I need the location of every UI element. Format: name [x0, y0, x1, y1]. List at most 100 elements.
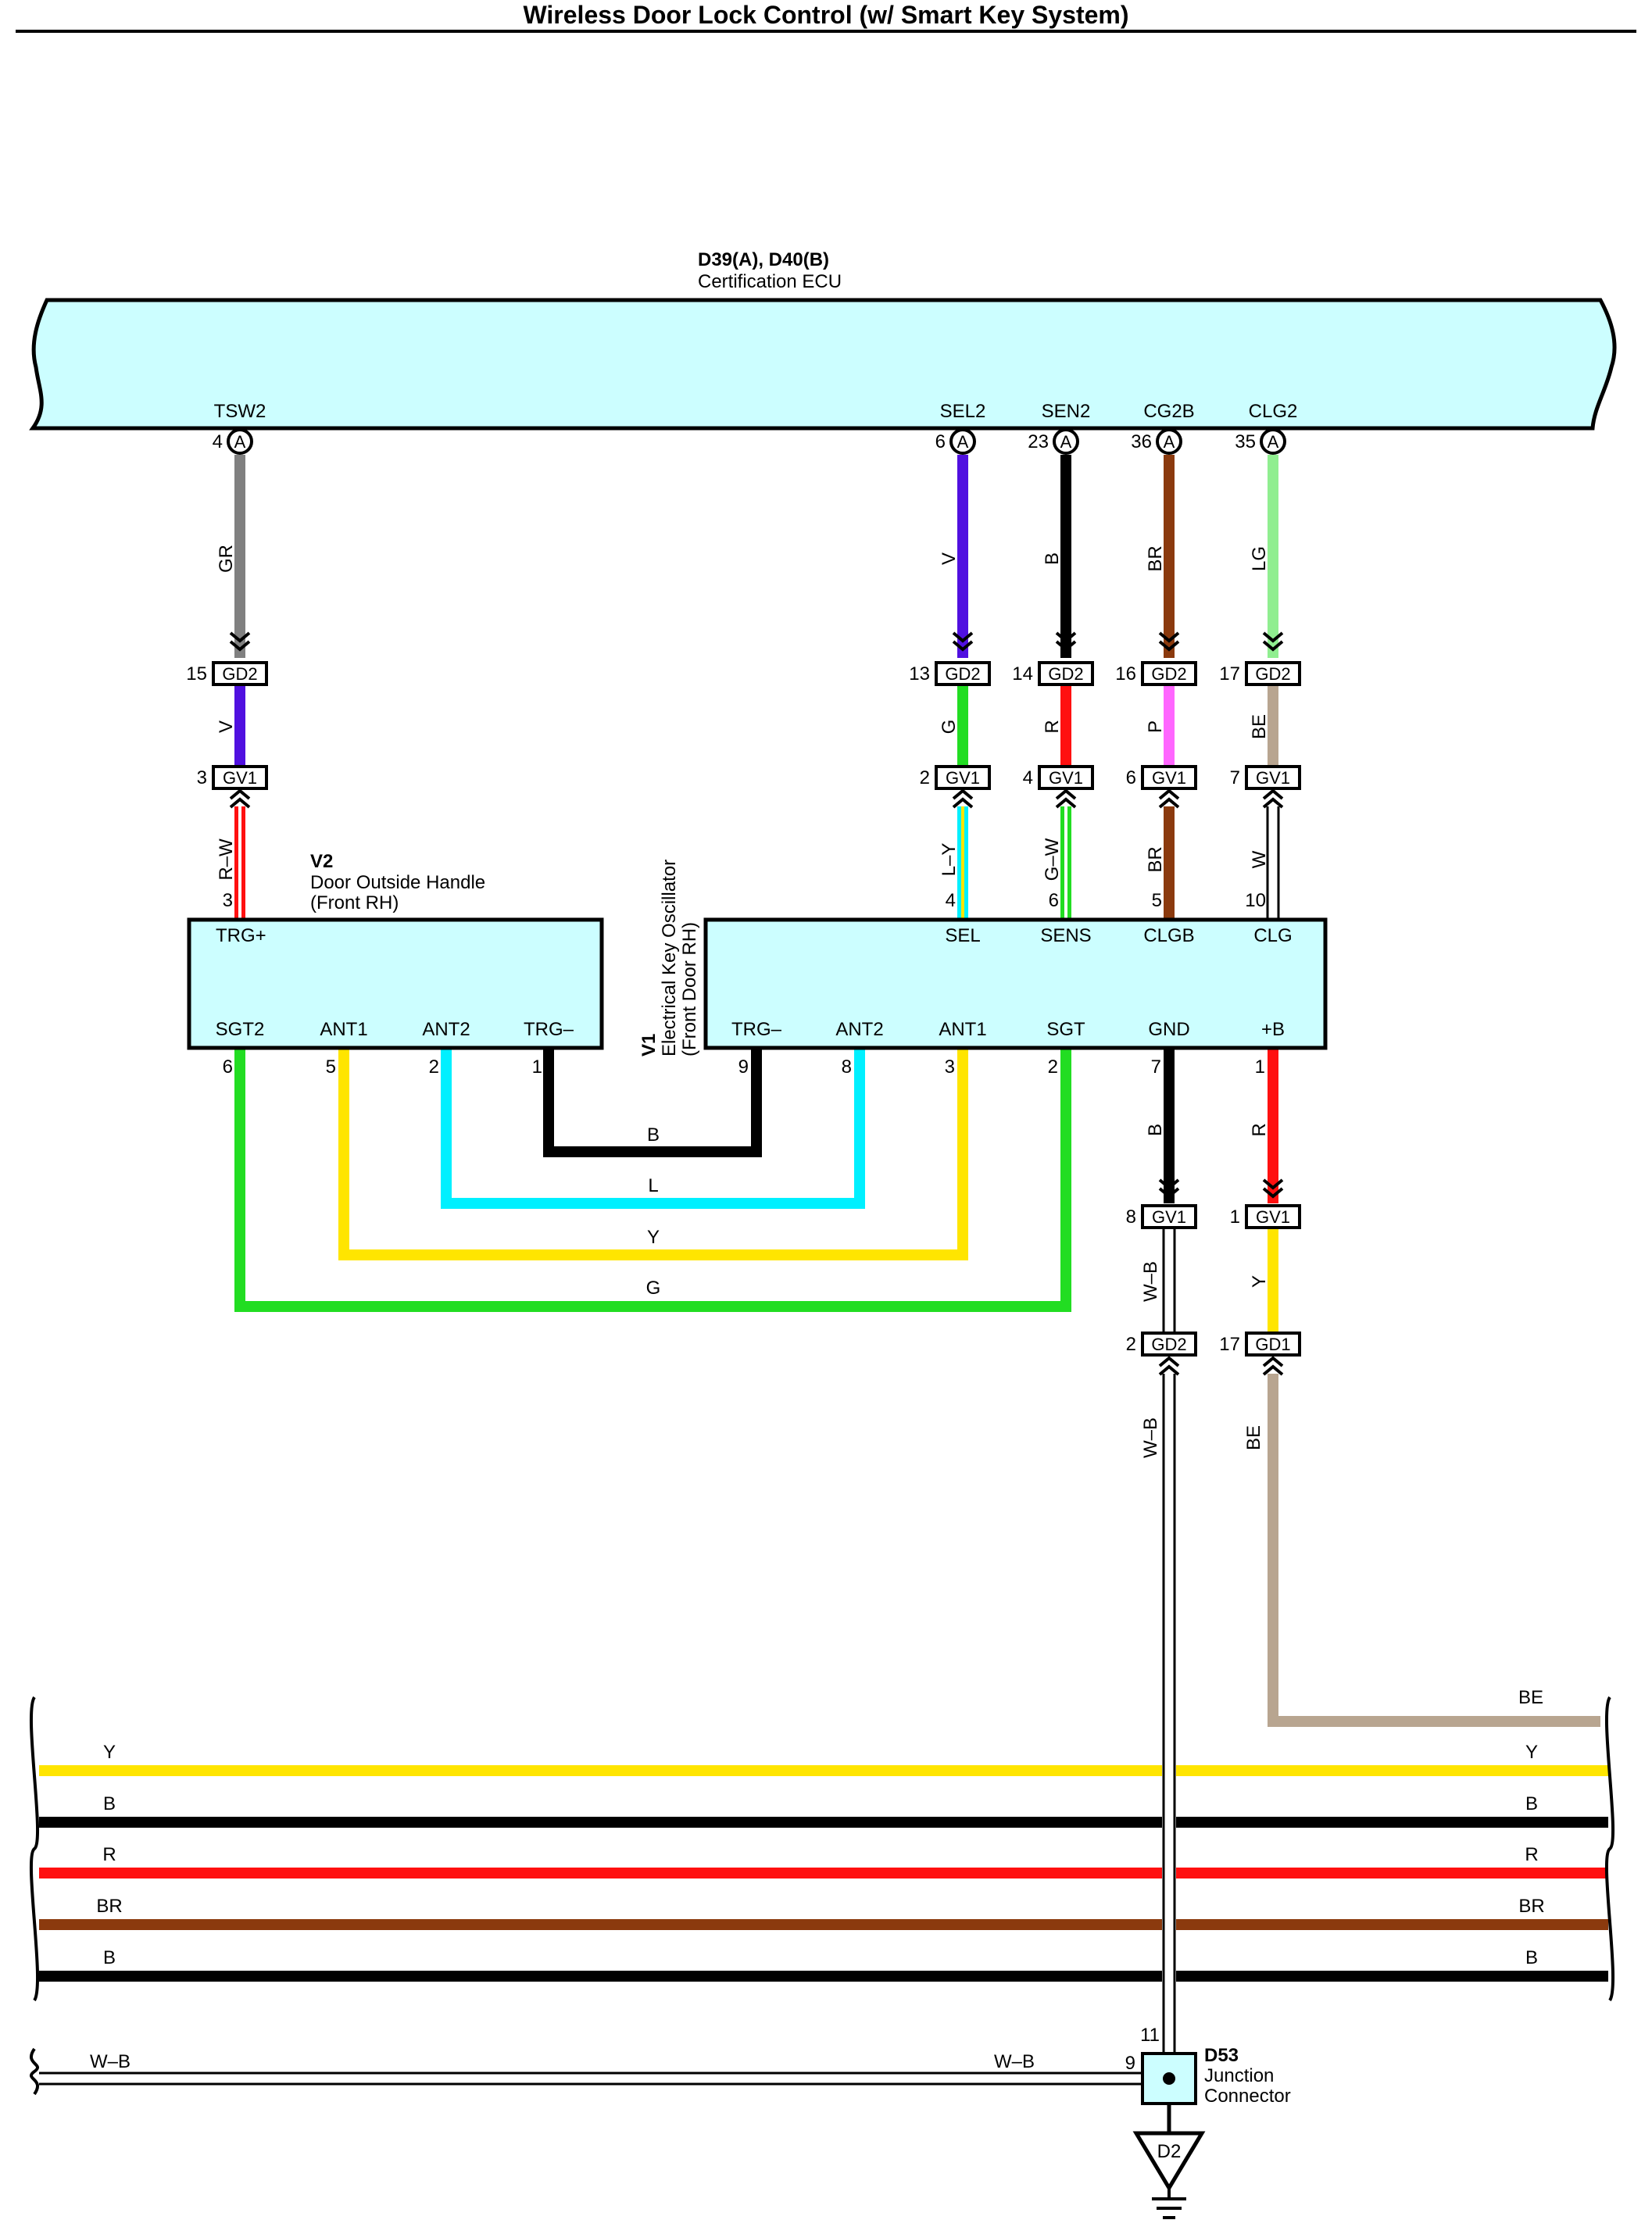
loop-label-y: Y	[647, 1227, 660, 1248]
junction-pin-left: 9	[1125, 2053, 1135, 2074]
ground-id: D2	[1157, 2141, 1182, 2162]
ecu-pin-name: CG2B	[1143, 401, 1194, 422]
gd2-connector	[1038, 661, 1094, 686]
mid-wire-label: P	[1145, 720, 1166, 733]
ecu-pin-name: SEN2	[1042, 401, 1091, 422]
gd2-connector-id: GD2	[1255, 664, 1290, 684]
gv1-connector-pin-number: 7	[1230, 767, 1240, 788]
v1-pin-clgb-number: 5	[1152, 890, 1162, 911]
gd2-connector-pin-number: 13	[909, 663, 930, 685]
wires	[39, 455, 1608, 2086]
v1-pin-ant2-name: ANT2	[835, 1019, 883, 1040]
mid-wire-label: R	[1042, 720, 1063, 733]
v1-pin-clg-number: 10	[1245, 890, 1266, 911]
connector-chevron-up-icon	[1262, 1356, 1284, 1367]
junction-name: Junction	[1204, 2065, 1274, 2086]
loop-wire	[441, 1049, 865, 1209]
mid-wire-label: G	[939, 720, 960, 735]
connector-chevron-down-icon	[1055, 631, 1077, 643]
diagram-title: Wireless Door Lock Control (w/ Smart Key…	[523, 1, 1128, 29]
gd2-connector	[1245, 661, 1301, 686]
v1-pin-ant2-number: 8	[842, 1056, 852, 1078]
gd2-connector-id: GD2	[1048, 664, 1083, 684]
v1-pin-sgt-number: 2	[1048, 1056, 1058, 1078]
be-lower-label: BE	[1243, 1425, 1264, 1450]
connector-chevron-down-icon	[952, 631, 974, 643]
junction-wire-left-label: W–B	[90, 2051, 131, 2072]
ecu-body	[29, 298, 1617, 431]
v1-pin-sens-number: 6	[1049, 890, 1059, 911]
ecu-pin-circle	[1260, 428, 1286, 455]
gd1-connector	[1245, 1332, 1301, 1357]
gd1-connector-id: GD1	[1255, 1335, 1290, 1354]
connector-chevron-down-icon	[1158, 631, 1180, 643]
left-break-mark	[29, 1696, 40, 2002]
ecu-pin-conn: A	[234, 432, 246, 452]
ecu-pin-name: CLG2	[1249, 401, 1298, 422]
v1-pin-ant1-number: 3	[945, 1056, 955, 1078]
gv1-connector-pin-number: 3	[197, 767, 207, 788]
v2-pin-trg-plus-number: 3	[223, 890, 233, 911]
ecu-pin-name: SEL2	[940, 401, 986, 422]
ecu-pin-conn: A	[957, 432, 969, 452]
junction-id: D53	[1204, 2045, 1239, 2066]
v1-pin-clg-name: CLG	[1253, 925, 1292, 946]
gd2-connector	[1141, 661, 1197, 686]
v2-id: V2	[310, 851, 333, 872]
ecu-pin-conn: A	[1164, 432, 1175, 452]
gd2-connector-pin-number: 15	[186, 663, 207, 685]
gv1-gnd-connector	[1141, 1204, 1197, 1229]
connector-chevron-up-icon-2	[952, 797, 974, 809]
wb-lower-label: W–B	[1140, 1417, 1161, 1458]
upper-wire-label: V	[939, 552, 960, 565]
bus-right-label-be: BE	[1518, 1687, 1543, 1708]
connector-chevron-up-icon-2	[1262, 1364, 1284, 1376]
ecu-pin-circle	[227, 428, 253, 455]
gv1-connector-id: GV1	[946, 768, 980, 788]
connector-chevron-up-icon	[952, 788, 974, 800]
gv1-connector-pin-number: 4	[1023, 767, 1033, 788]
v2-pin-ant2-name: ANT2	[422, 1019, 470, 1040]
bus-right-label-y: Y	[1525, 1742, 1538, 1763]
ecu-pin-number: 35	[1235, 431, 1256, 452]
junction-pin-top: 11	[1140, 2025, 1160, 2046]
mid-wire-label: V	[216, 720, 237, 733]
v1-name: Electrical Key Oscillator	[659, 860, 680, 1056]
gd2-connector-id: GD2	[945, 664, 980, 684]
connector-chevron-down-icon	[229, 631, 251, 643]
ecu-pin-number: 6	[935, 431, 946, 452]
gd2-connector-id: GD2	[222, 664, 257, 684]
wb-mid-label: W–B	[1140, 1261, 1161, 1302]
v2-pin-trg-minus-number: 1	[532, 1056, 542, 1078]
lower-wire-label: BR	[1145, 846, 1166, 872]
connector-chevron-down-icon	[1158, 1178, 1180, 1190]
v1-id: V1	[638, 1034, 660, 1056]
gv1-connector	[1245, 765, 1301, 790]
gnd-wire-label: B	[1145, 1124, 1166, 1136]
lower-wire-label: R–W	[216, 838, 237, 881]
gv1-connector-pin-number: 2	[920, 767, 930, 788]
v1-pin-gnd-name: GND	[1148, 1019, 1189, 1040]
connectors: GRGD215VGV13R–WVGD213GGV12L–YBGD214RGV14…	[29, 545, 1615, 2219]
upper-wire-label: B	[1042, 552, 1063, 565]
lower-wire-label: G–W	[1042, 838, 1063, 881]
bus-left-label-b: B	[103, 1793, 116, 1814]
right-break-mark	[1604, 1696, 1615, 2002]
v2-pin-sgt2-name: SGT2	[216, 1019, 265, 1040]
v1-pin-ant1-name: ANT1	[939, 1019, 986, 1040]
bus-left-label-y: Y	[103, 1742, 116, 1763]
connector-chevron-down-icon-2	[1262, 640, 1284, 652]
v1-pin-gnd-number: 7	[1151, 1056, 1161, 1078]
ecu-pin-sen2: A 23 SEN2	[1028, 401, 1091, 455]
bus-left-label-r: R	[102, 1844, 116, 1865]
v1-location: (Front Door RH)	[679, 922, 700, 1056]
gv1-connector	[1141, 765, 1197, 790]
v2-pin-ant1-number: 5	[326, 1056, 336, 1078]
v1-pin-plus-b-number: 1	[1255, 1056, 1265, 1078]
loop-wire	[234, 1049, 1071, 1312]
v1-pin-trg-minus-name: TRG–	[731, 1019, 782, 1040]
ground-triangle-icon	[1132, 2131, 1206, 2192]
ecu-pin-tsw2: A 4 TSW2	[213, 401, 266, 455]
connector-chevron-down-icon-2	[1055, 640, 1077, 652]
